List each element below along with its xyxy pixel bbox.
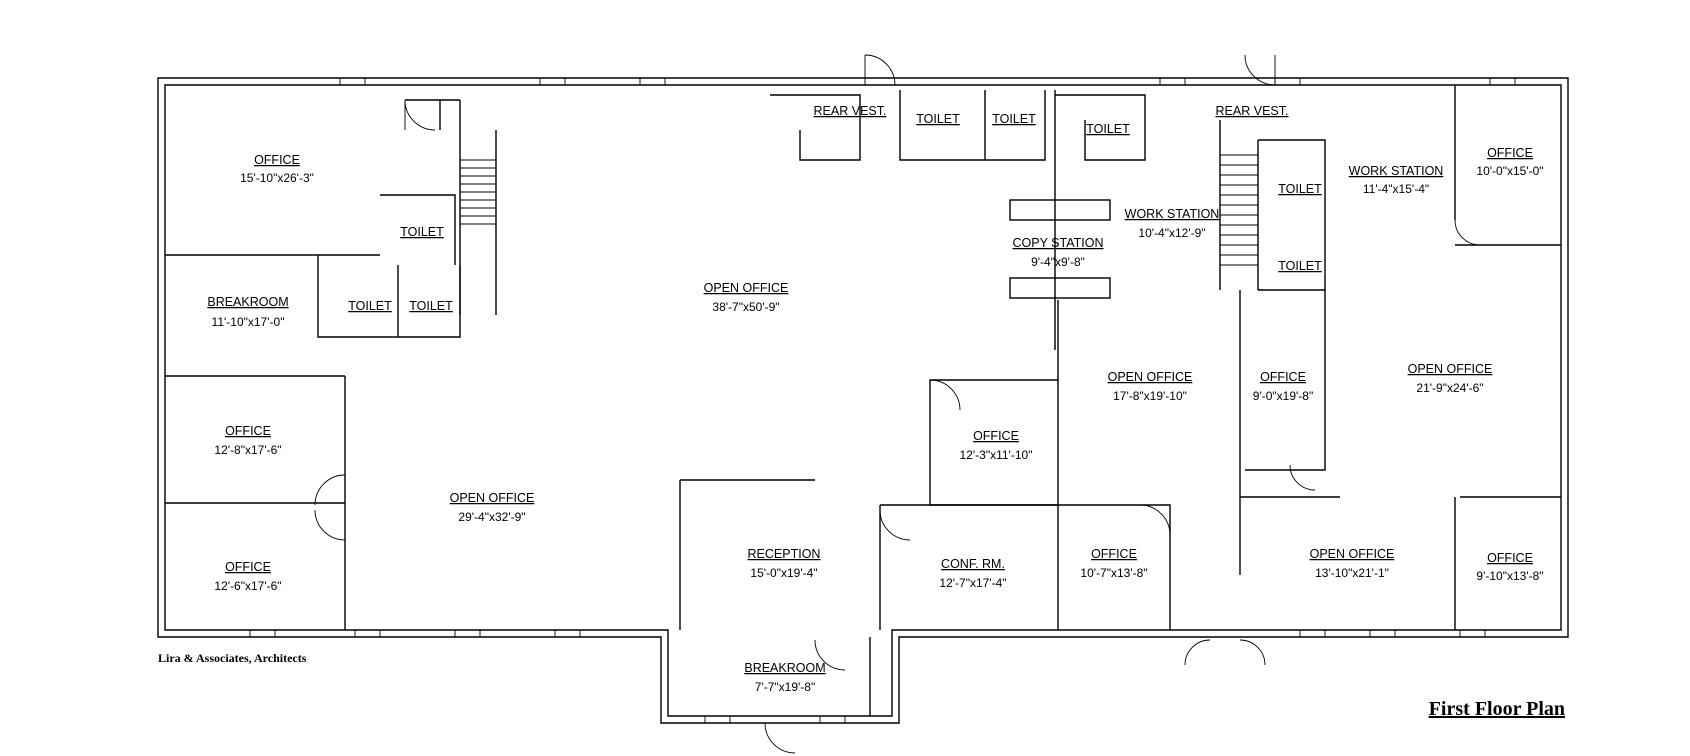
room-label: TOILET [992, 112, 1036, 126]
room-dims: 10'-7"x13'-8" [1080, 566, 1147, 580]
room-dims: 12'-8"x17'-6" [214, 443, 281, 457]
room-label: BREAKROOM [744, 661, 825, 675]
interior-walls [165, 85, 1561, 716]
room-label: OPEN OFFICE [704, 281, 789, 295]
room-label: OFFICE [254, 153, 300, 167]
room-dims: 21'-9"x24'-6" [1416, 381, 1483, 395]
room-label: CONF. RM. [941, 557, 1005, 571]
room-label: OFFICE [225, 560, 271, 574]
room-dims: 12'-6"x17'-6" [214, 579, 281, 593]
room-label: TOILET [400, 225, 444, 239]
doors [314, 54, 1481, 754]
room-label: TOILET [916, 112, 960, 126]
room-label: OPEN OFFICE [1310, 547, 1395, 561]
room-dims: 11'-4"x15'-4" [1363, 182, 1429, 196]
room-dims: 15'-0"x19'-4" [750, 566, 817, 580]
room-labels: OFFICE 15'-10"x26'-3" TOILET BREAKROOM 1… [207, 104, 1543, 694]
room-dims: 38'-7"x50'-9" [712, 300, 779, 314]
room-dims: 12'-7"x17'-4" [939, 576, 1006, 590]
room-label: OPEN OFFICE [1408, 362, 1493, 376]
room-label: BREAKROOM [207, 295, 288, 309]
room-label: TOILET [409, 299, 453, 313]
room-label: REAR VEST. [814, 104, 887, 118]
room-label: OFFICE [973, 429, 1019, 443]
room-dims: 9'-4"x9'-8" [1031, 255, 1085, 269]
room-label: TOILET [1086, 122, 1130, 136]
room-label: OFFICE [1260, 370, 1306, 384]
room-dims: 29'-4"x32'-9" [458, 510, 525, 524]
room-label: WORK STATION [1349, 164, 1444, 178]
room-label: OPEN OFFICE [1108, 370, 1193, 384]
room-label: RECEPTION [748, 547, 821, 561]
room-dims: 13'-10"x21'-1" [1315, 566, 1389, 580]
room-label: COPY STATION [1013, 236, 1104, 250]
room-label: OFFICE [1091, 547, 1137, 561]
room-dims: 9'-10"x13'-8" [1476, 569, 1543, 583]
room-label: WORK STATION [1125, 207, 1220, 221]
room-dims: 17'-8"x19'-10" [1113, 389, 1187, 403]
room-label: OFFICE [1487, 551, 1533, 565]
room-label: OFFICE [225, 424, 271, 438]
room-dims: 7'-7"x19'-8" [755, 680, 815, 694]
room-dims: 15'-10"x26'-3" [240, 171, 314, 185]
plan-title: First Floor Plan [1429, 698, 1565, 720]
room-dims: 10'-0"x15'-0" [1476, 164, 1543, 178]
room-label: TOILET [1278, 182, 1322, 196]
room-label: TOILET [1278, 259, 1322, 273]
room-label: REAR VEST. [1216, 104, 1289, 118]
room-label: OPEN OFFICE [450, 491, 535, 505]
room-dims: 10'-4"x12'-9" [1138, 226, 1205, 240]
architect-credit: Lira & Associates, Architects [158, 651, 307, 665]
room-dims: 12'-3"x11'-10" [960, 448, 1033, 462]
room-label: OFFICE [1487, 146, 1533, 160]
exterior-walls [157, 77, 1569, 724]
room-label: TOILET [348, 299, 392, 313]
room-dims: 11'-10"x17'-0" [212, 315, 285, 329]
room-dims: 9'-0"x19'-8" [1253, 389, 1313, 403]
